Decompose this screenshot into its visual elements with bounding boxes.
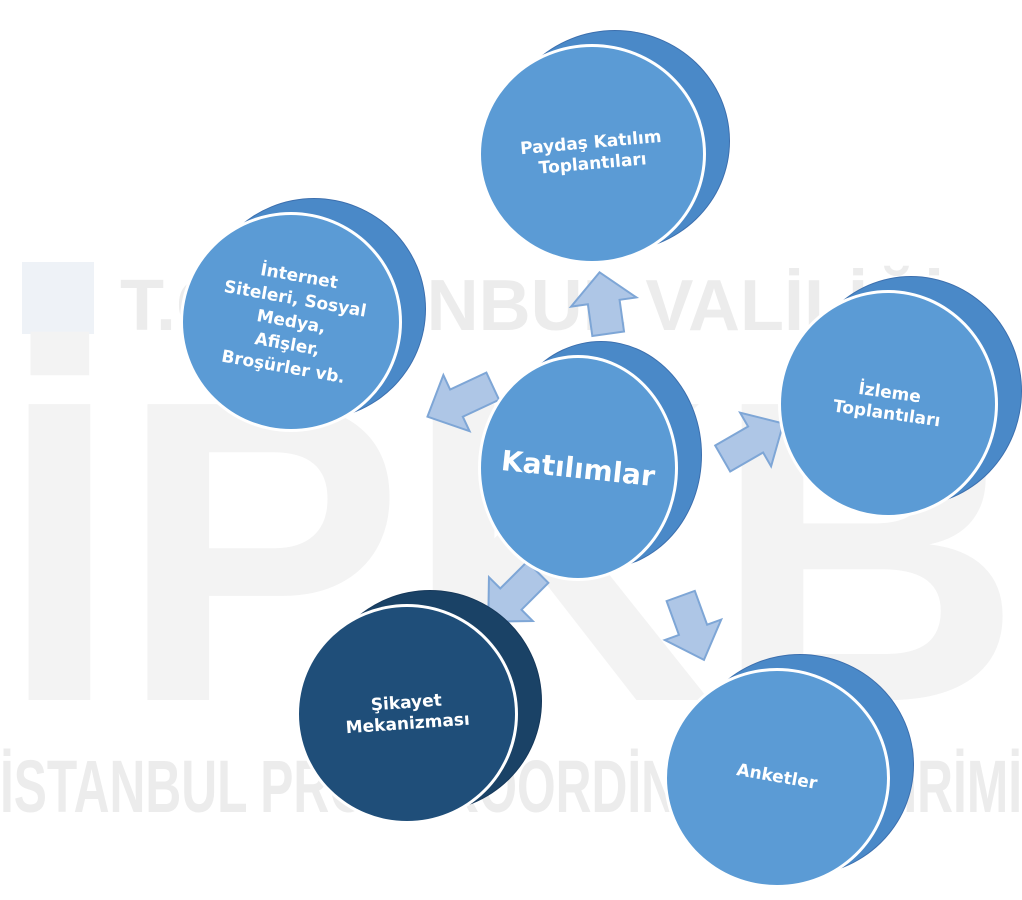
- arrow-to-bottom-right: [662, 589, 724, 662]
- node-sikayet-mekanizmasi: Şikayet Mekanizması: [296, 590, 542, 824]
- node-paydas-katilim: Paydaş Katılım Toplantıları: [478, 30, 730, 264]
- center-node-label: Katılımlar: [499, 443, 657, 493]
- node-internet-siteleri-label: İnternet Siteleri, Sosyal Medya, Afişler…: [219, 259, 368, 388]
- node-anketler-label: Anketler: [735, 760, 819, 795]
- arrow-to-top: [568, 270, 640, 338]
- node-paydas-katilim-face: Paydaş Katılım Toplantıları: [478, 44, 706, 264]
- node-sikayet-mekanizmasi-label: Şikayet Mekanizması: [345, 690, 471, 739]
- node-anketler-face: Anketler: [664, 668, 890, 888]
- node-internet-siteleri: İnternet Siteleri, Sosyal Medya, Afişler…: [180, 198, 426, 432]
- node-izleme-toplantilari-face: İzleme Toplantıları: [778, 290, 998, 518]
- watermark-logo-square: [22, 262, 94, 334]
- arrow-to-bottom-left: [487, 560, 550, 623]
- node-izleme-toplantilari: İzleme Toplantıları: [778, 276, 1022, 518]
- node-anketler: Anketler: [664, 654, 914, 888]
- node-paydas-katilim-label: Paydaş Katılım Toplantıları: [519, 126, 663, 179]
- center-node: Katılımlar: [478, 341, 702, 581]
- arrow-to-right: [713, 411, 785, 473]
- node-izleme-toplantilari-label: İzleme Toplantıları: [831, 378, 942, 432]
- node-internet-siteleri-face: İnternet Siteleri, Sosyal Medya, Afişler…: [180, 212, 402, 432]
- center-node-face: Katılımlar: [478, 355, 678, 581]
- node-sikayet-mekanizmasi-face: Şikayet Mekanizması: [296, 604, 518, 824]
- arrow-to-left: [426, 371, 501, 433]
